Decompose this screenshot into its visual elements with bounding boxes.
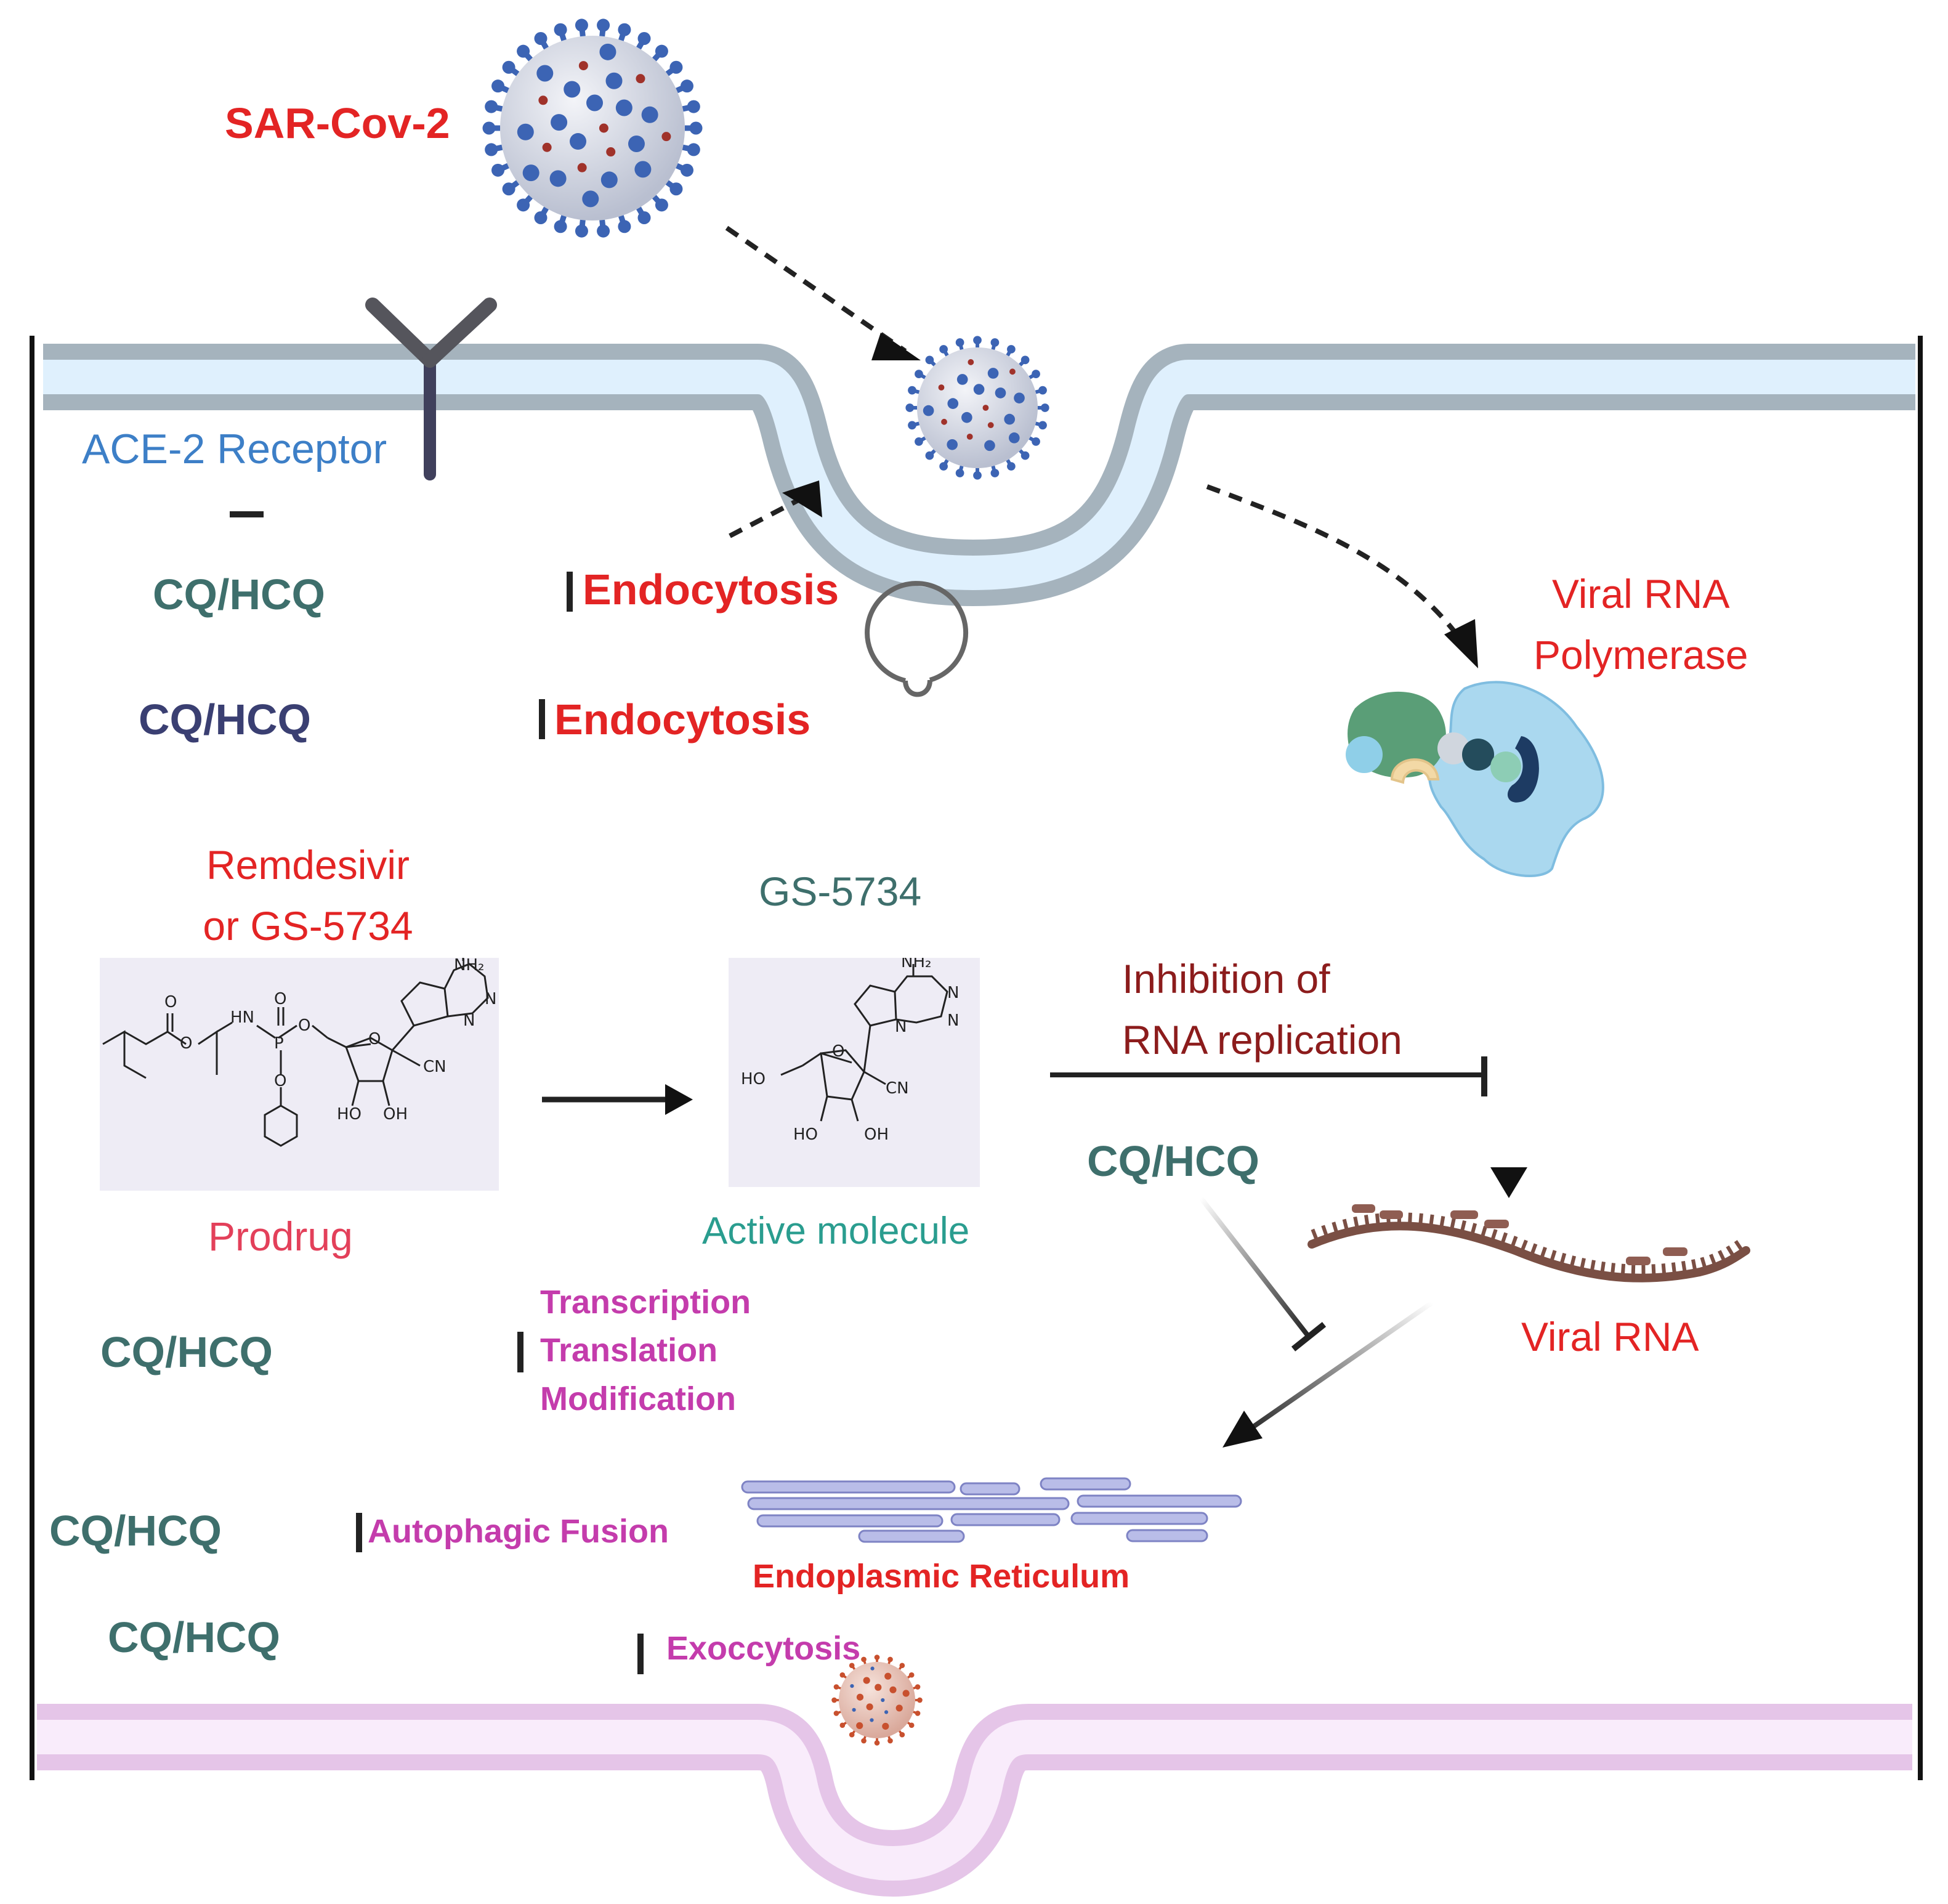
chem-o4: O <box>274 1072 286 1090</box>
er-label: Endoplasmic Reticulum <box>753 1558 1130 1595</box>
arrowhead-polymerase <box>1444 619 1478 668</box>
remdesivir-structure-drawing: O O HN P O O O O NH₂ N N CN HO OH <box>102 952 496 1147</box>
process-modification: Modification <box>540 1380 736 1417</box>
process-list: Transcription Translation Modification <box>540 1278 751 1423</box>
arrowhead-to-er <box>1223 1411 1263 1448</box>
cq-hcq-label-2: CQ/HCQ <box>139 695 311 743</box>
gs5734-structure-drawing: NH₂ N N N HO O CN HO OH <box>741 953 959 1144</box>
cq-hcq-label-4: CQ/HCQ <box>49 1507 222 1555</box>
virus-label: SAR-Cov-2 <box>225 99 450 147</box>
rna-to-er-arrow <box>1239 1300 1434 1438</box>
inhibition-line2: RNA replication <box>1122 1017 1402 1063</box>
polymerase-label: Viral RNA Polymerase <box>1534 564 1748 686</box>
arrowhead-entry <box>871 333 921 360</box>
chem-ho2-b: HO <box>793 1125 818 1144</box>
gs5734-label: GS-5734 <box>759 869 922 914</box>
prodrug-structure: O O HN P O O O O NH₂ N N CN HO OH <box>100 952 499 1191</box>
polymerase-label-line2: Polymerase <box>1534 632 1748 678</box>
chem-ho: HO <box>337 1105 362 1124</box>
exocytosis-label: Exoccytosis <box>666 1630 861 1667</box>
chem-oh-b: OH <box>864 1125 889 1144</box>
chem-o5: O <box>298 1016 310 1035</box>
chem-o6: O <box>368 1030 381 1048</box>
chem-n3-b: N <box>895 1018 907 1036</box>
bottom-cell-membrane <box>37 1704 1912 1897</box>
endocytosed-virus-icon <box>905 336 1049 480</box>
cq-hcq-label-rna: CQ/HCQ <box>1087 1137 1259 1185</box>
ace2-receptor-label: ACE-2 Receptor <box>82 426 387 472</box>
chem-n2: N <box>463 1011 475 1030</box>
chem-o-b: O <box>832 1042 844 1061</box>
cq-hcq-label-3: CQ/HCQ <box>100 1328 273 1376</box>
cq-inhibit-er-line <box>1198 1196 1311 1339</box>
cq-hcq-label-1: CQ/HCQ <box>153 570 325 618</box>
endocytosis-label-2: Endocytosis <box>554 695 811 743</box>
viral-rna-icon <box>1307 1204 1750 1282</box>
chem-p: P <box>274 1034 284 1053</box>
chem-cn: CN <box>423 1058 447 1076</box>
endoplasmic-reticulum-icon <box>741 1477 1242 1543</box>
remdesivir-label: Remdesivir or GS-5734 <box>185 835 431 957</box>
remdesivir-line1: Remdesivir <box>206 842 410 888</box>
arrowhead-endocytosis <box>782 480 822 517</box>
prodrug-caption: Prodrug <box>208 1213 353 1259</box>
arrowhead-to-rna <box>1490 1167 1527 1198</box>
chem-o: O <box>180 1034 192 1053</box>
endocytosis-label-1: Endocytosis <box>583 565 839 614</box>
inhibition-replication-label: Inhibition of RNA replication <box>1122 949 1402 1071</box>
cq-inhibition-lines <box>230 511 644 1674</box>
chem-oh: OH <box>383 1105 408 1124</box>
active-structure: NH₂ N N N HO O CN HO OH <box>729 953 980 1187</box>
remdesivir-line2: or GS-5734 <box>203 903 413 949</box>
chem-n1: N <box>485 990 496 1008</box>
viral-rna-label: Viral RNA <box>1521 1314 1699 1359</box>
chem-o3: O <box>274 990 286 1008</box>
autophagic-fusion-label: Autophagic Fusion <box>368 1513 669 1550</box>
chem-n1-b: N <box>947 984 959 1002</box>
top-cell-membrane <box>43 344 1915 606</box>
chem-o2: O <box>164 993 177 1011</box>
dashed-entry-arrows <box>725 225 1468 649</box>
process-transcription: Transcription <box>540 1284 751 1321</box>
chem-nh2: NH₂ <box>454 958 484 974</box>
chem-cn-b: CN <box>886 1079 909 1098</box>
exiting-virus-icon <box>831 1655 923 1746</box>
inhibition-line1: Inhibition of <box>1122 956 1330 1002</box>
ace2-receptor-icon <box>365 298 497 480</box>
chem-ho-b: HO <box>741 1070 766 1088</box>
sars-cov-2-virus-icon <box>482 18 703 238</box>
polymerase-label-line1: Viral RNA <box>1551 571 1730 617</box>
process-translation: Translation <box>540 1332 718 1369</box>
chem-nh2-b: NH₂ <box>901 958 931 971</box>
cq-hcq-label-5: CQ/HCQ <box>108 1613 280 1661</box>
chem-hn: HN <box>230 1008 254 1027</box>
chem-n2-b: N <box>947 1011 959 1030</box>
endosome-vesicle-icon <box>865 581 969 697</box>
rna-polymerase-icon <box>1346 681 1604 877</box>
active-molecule-caption: Active molecule <box>702 1210 970 1252</box>
